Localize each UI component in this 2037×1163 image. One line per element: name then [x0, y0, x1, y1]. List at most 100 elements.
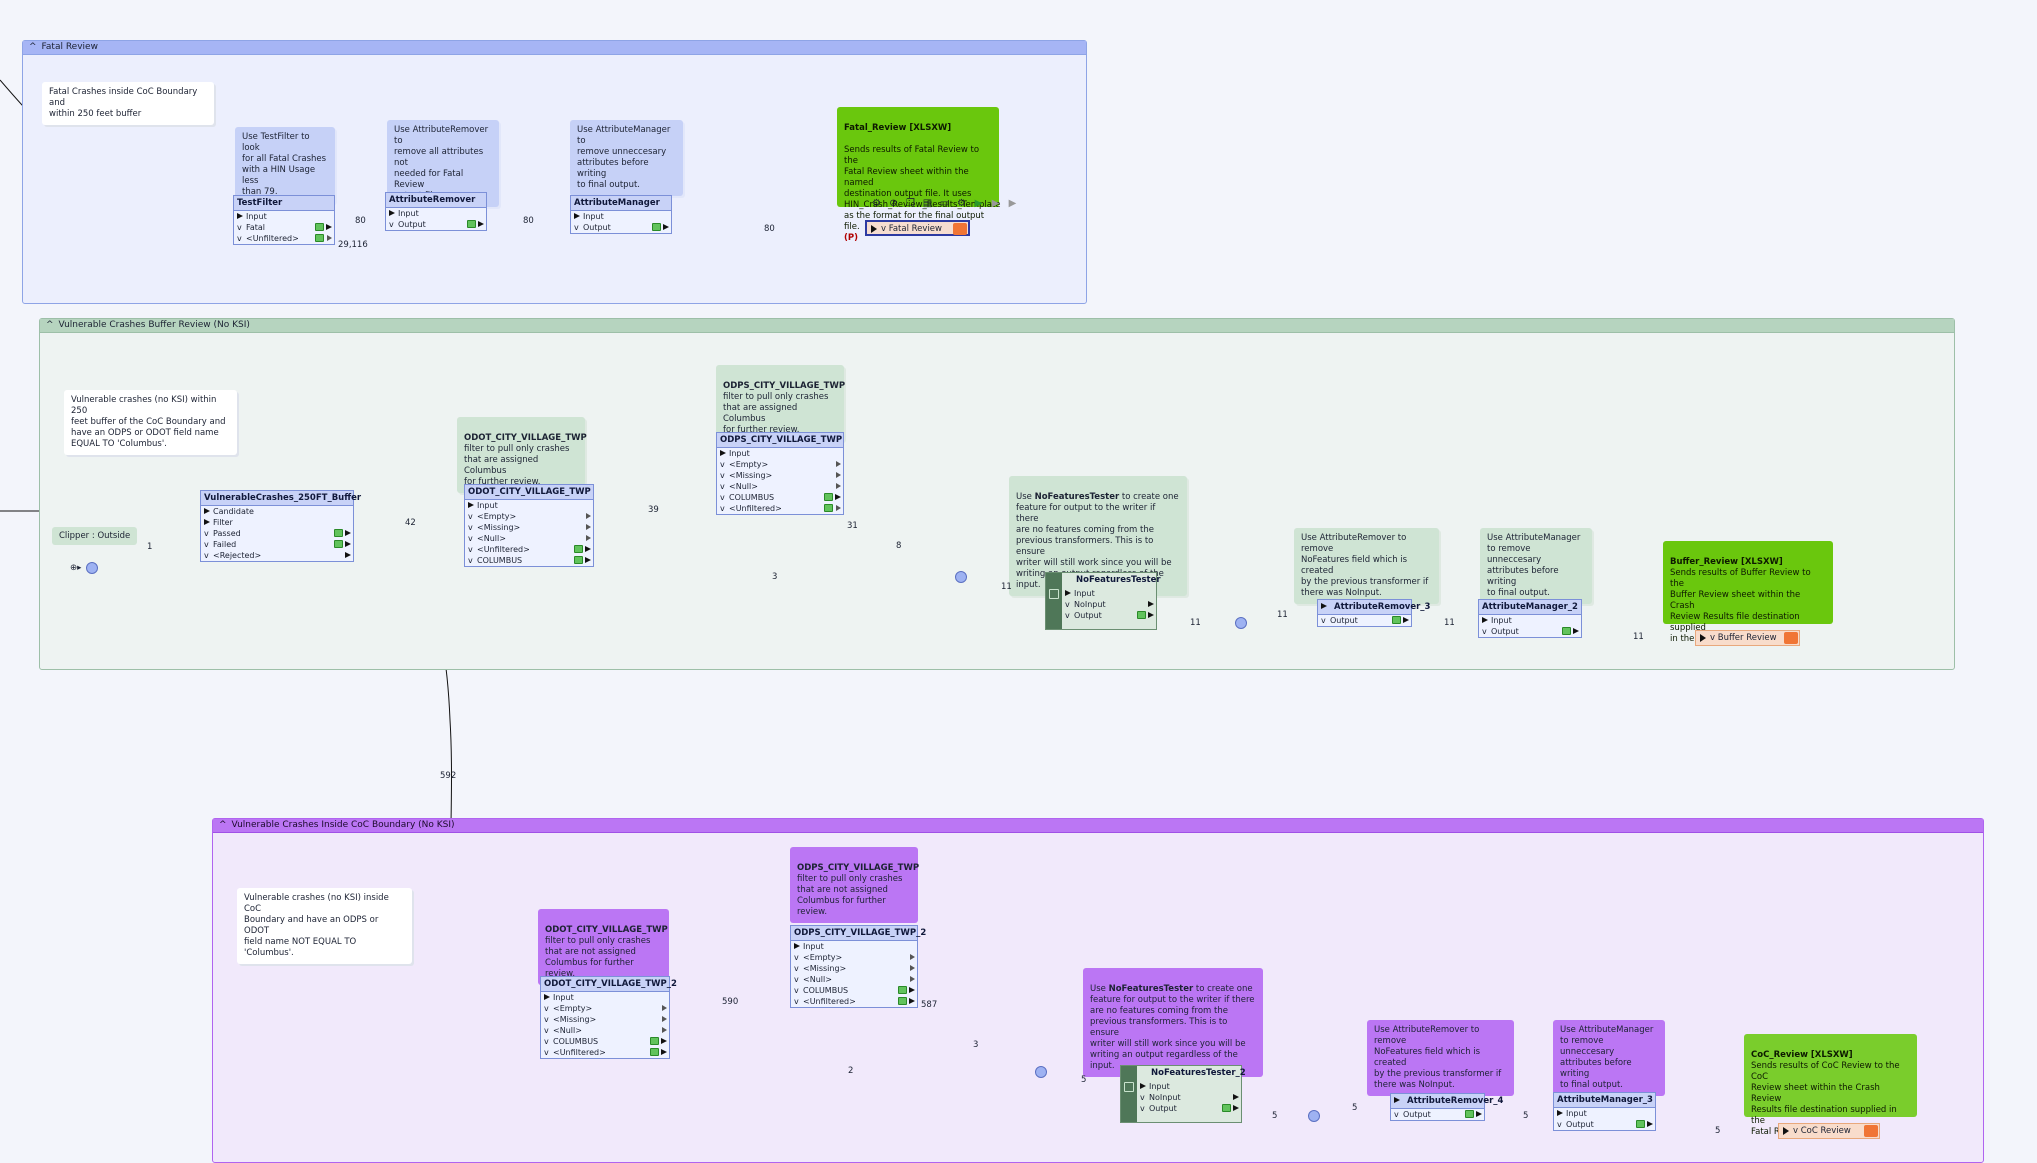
- port-input[interactable]: Input: [1137, 1081, 1241, 1092]
- inspect-icon[interactable]: [898, 986, 907, 994]
- inspect-icon[interactable]: [824, 504, 833, 512]
- port-null[interactable]: v<Null>: [541, 1025, 669, 1036]
- junction-node[interactable]: [1308, 1110, 1320, 1122]
- writer-coc-review[interactable]: v CoC Review: [1778, 1123, 1880, 1139]
- inspect-icon[interactable]: [467, 220, 476, 228]
- port-filter[interactable]: Filter: [201, 517, 353, 528]
- group-coc-boundary[interactable]: ^Vulnerable Crashes Inside CoC Boundary …: [212, 818, 1984, 1163]
- annotation-testfilter[interactable]: Use TestFilter to look for all Fatal Cra…: [235, 127, 335, 203]
- port-input[interactable]: Input: [541, 992, 669, 1003]
- junction-node[interactable]: [86, 562, 98, 574]
- run-icon[interactable]: ▶: [974, 198, 983, 209]
- inspect-icon[interactable]: [574, 556, 583, 564]
- collapse-caret-icon[interactable]: ^: [46, 320, 54, 330]
- settings-icon[interactable]: ⚙: [957, 198, 966, 209]
- port-unfiltered[interactable]: v<Unfiltered>: [465, 544, 593, 555]
- clipper-reference[interactable]: Clipper : Outside: [52, 527, 138, 545]
- transformer-odot-city-village-twp[interactable]: ODOT_CITY_VILLAGE_TWP Input v<Empty> v<M…: [464, 484, 594, 567]
- annotation-buffer-intro[interactable]: Vulnerable crashes (no KSI) within 250 f…: [64, 390, 237, 455]
- run-from-icon[interactable]: ▶: [1008, 198, 1017, 209]
- port-input[interactable]: Input: [1062, 588, 1156, 599]
- port-input[interactable]: Input: [571, 211, 671, 222]
- annotation-coc-writer[interactable]: CoC_Review [XLSXW]Sends results of CoC R…: [1744, 1034, 1917, 1137]
- inspect-icon[interactable]: [315, 223, 324, 231]
- port-rejected[interactable]: v<Rejected>: [201, 550, 353, 561]
- port-input[interactable]: Input: [465, 500, 593, 511]
- port-input[interactable]: Input: [791, 941, 917, 952]
- port-empty[interactable]: v<Empty>: [717, 459, 843, 470]
- annotation-attrremover4[interactable]: Use AttributeRemover to remove NoFeature…: [1367, 1020, 1514, 1096]
- inspect-icon[interactable]: [315, 234, 324, 242]
- annotation-fatal-writer[interactable]: Fatal_Review [XLSXW] Sends results of Fa…: [837, 107, 1001, 243]
- inspect-icon[interactable]: [334, 529, 343, 537]
- collapse-caret-icon[interactable]: ^: [219, 820, 227, 830]
- writer-toolbar[interactable]: ⚙ ⊘ ❐ ▤ ▭ ⚙ ▶ ▶ ▶: [870, 198, 1019, 209]
- annotation-coc-intro[interactable]: Vulnerable crashes (no KSI) inside CoC B…: [237, 888, 412, 964]
- inspect-icon[interactable]: [1636, 1120, 1645, 1128]
- transformer-vulnerable-crashes-250ft-buffer[interactable]: VulnerableCrashes_250FT_Buffer Candidate…: [200, 490, 361, 562]
- copy-icon[interactable]: ❐: [906, 198, 915, 209]
- run-to-icon[interactable]: ▶: [991, 198, 1000, 209]
- port-input[interactable]: Input: [234, 211, 334, 222]
- port-candidate[interactable]: Candidate: [201, 506, 353, 517]
- inspect-icon[interactable]: [574, 545, 583, 553]
- port-input[interactable]: Input: [386, 208, 486, 219]
- port-unfiltered[interactable]: v<Unfiltered>: [717, 503, 843, 514]
- group-header[interactable]: ^Vulnerable Crashes Buffer Review (No KS…: [40, 319, 1954, 333]
- inspect-icon[interactable]: [1222, 1104, 1231, 1112]
- annotation-fatal-intro[interactable]: Fatal Crashes inside CoC Boundary and wi…: [42, 82, 214, 125]
- port-missing[interactable]: v<Missing>: [717, 470, 843, 481]
- folder-icon[interactable]: ▭: [939, 198, 950, 209]
- annotation-attrmanager[interactable]: Use AttributeManager to remove unneccesa…: [570, 120, 683, 196]
- junction-node[interactable]: [955, 571, 967, 583]
- inspect-icon[interactable]: [1137, 611, 1146, 619]
- port-input[interactable]: Input: [1554, 1108, 1655, 1119]
- disable-icon[interactable]: ⊘: [889, 198, 898, 209]
- port-input[interactable]: Input: [717, 448, 843, 459]
- inspect-icon[interactable]: [824, 493, 833, 501]
- gear-icon[interactable]: ⚙: [872, 198, 881, 209]
- writer-fatal-review[interactable]: v Fatal Review: [865, 220, 970, 236]
- annotation-nofeaturestester2[interactable]: Use NoFeaturesTester to create one featu…: [1083, 968, 1263, 1077]
- port-missing[interactable]: v<Missing>: [541, 1014, 669, 1025]
- port-null[interactable]: v<Null>: [465, 533, 593, 544]
- group-header[interactable]: ^Fatal Review: [23, 41, 1086, 55]
- collapse-caret-icon[interactable]: ^: [29, 42, 37, 52]
- transformer-odps-city-village-twp-2[interactable]: ODPS_CITY_VILLAGE_TWP_2 Input v<Empty> v…: [790, 925, 926, 1008]
- inspect-icon[interactable]: [334, 540, 343, 548]
- writer-buffer-review[interactable]: v Buffer Review: [1695, 630, 1800, 646]
- annotation-buffer-writer[interactable]: Buffer_Review [XLSXW]Sends results of Bu…: [1663, 541, 1833, 644]
- port-null[interactable]: v<Null>: [717, 481, 843, 492]
- port-missing[interactable]: v<Missing>: [791, 963, 917, 974]
- port-unfiltered[interactable]: v<Unfiltered>: [234, 233, 334, 244]
- port-null[interactable]: v<Null>: [791, 974, 917, 985]
- group-header[interactable]: ^Vulnerable Crashes Inside CoC Boundary …: [213, 819, 1983, 833]
- port-empty[interactable]: v<Empty>: [541, 1003, 669, 1014]
- port-unfiltered[interactable]: v<Unfiltered>: [541, 1047, 669, 1058]
- inspect-icon[interactable]: [650, 1037, 659, 1045]
